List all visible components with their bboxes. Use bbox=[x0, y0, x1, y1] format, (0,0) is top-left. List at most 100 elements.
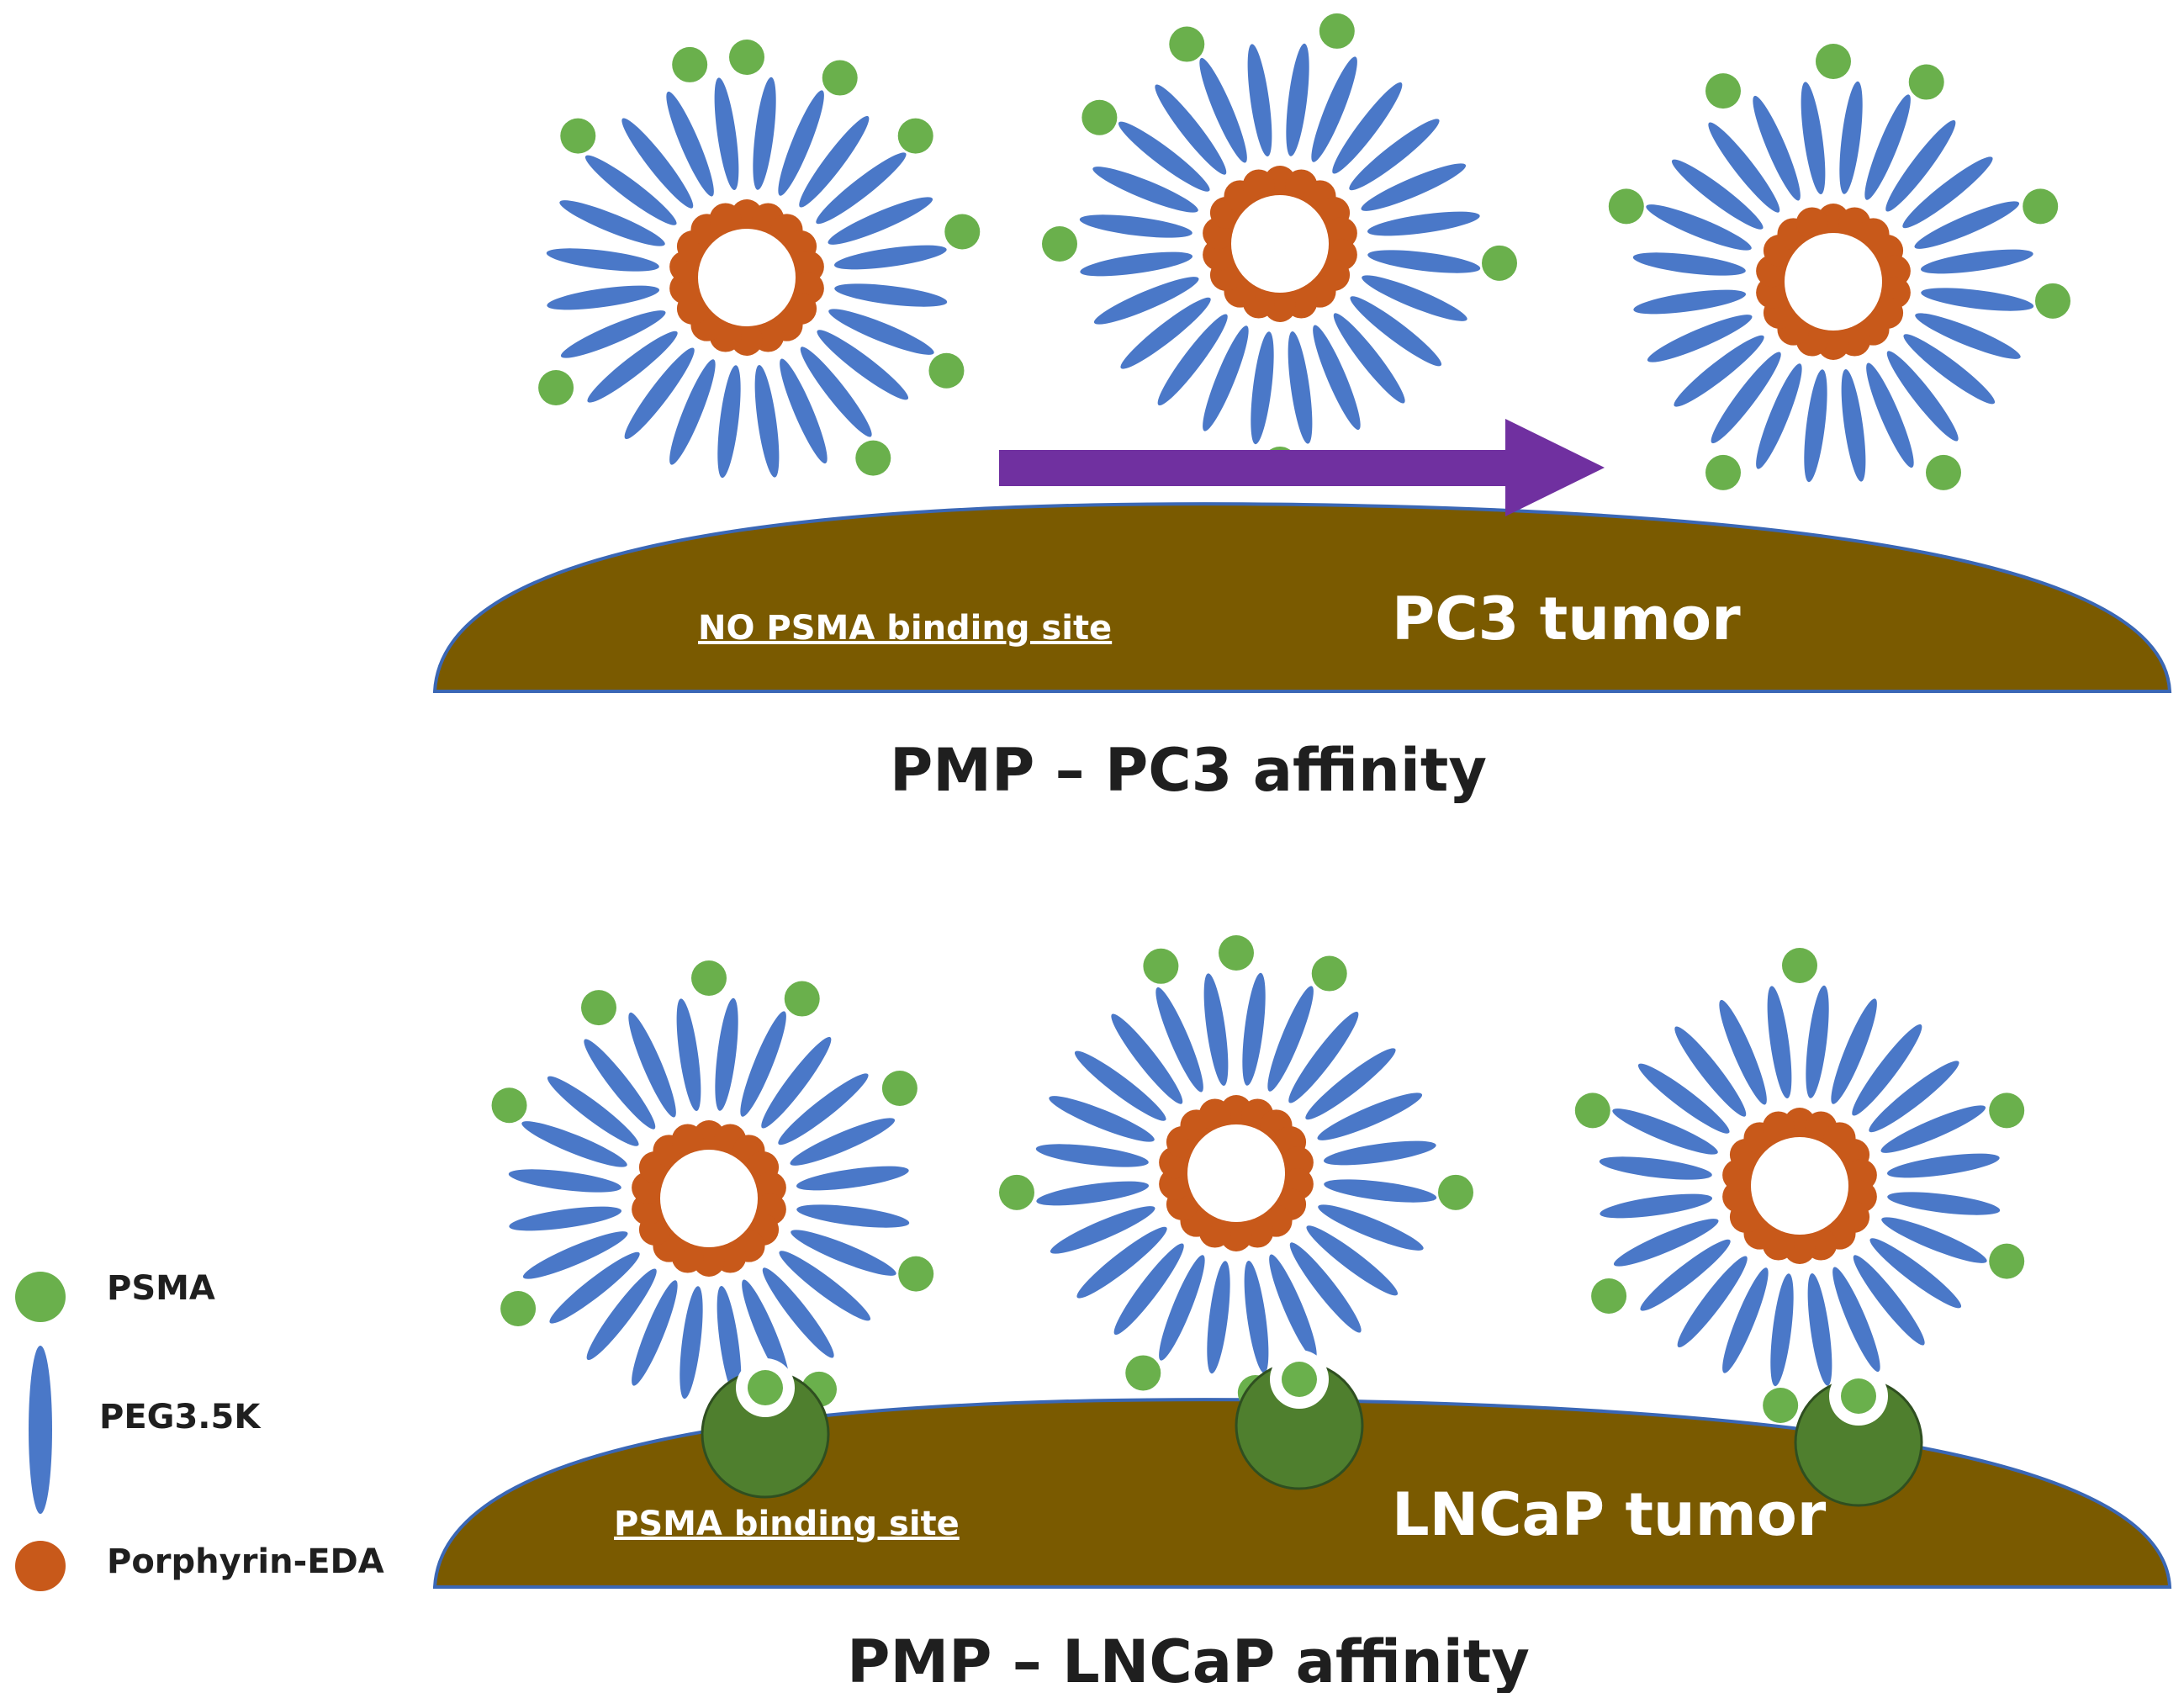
peg-chain bbox=[1903, 334, 1996, 405]
peg-chain bbox=[1035, 1144, 1149, 1167]
psma-ligand bbox=[1311, 955, 1347, 992]
peg-chain bbox=[584, 1039, 656, 1130]
psma-ligand bbox=[998, 1174, 1034, 1210]
peg-chain bbox=[1887, 1192, 2001, 1215]
peg-chain bbox=[1203, 973, 1229, 1087]
panel-lncap: PSMA binding site LNCaP tumor PMP – LNCa… bbox=[432, 935, 2172, 1693]
psma-ligand bbox=[1926, 454, 1961, 490]
peg-chain bbox=[587, 331, 678, 403]
psma-ligand bbox=[1319, 13, 1355, 49]
peg-chain bbox=[1333, 313, 1405, 404]
peg-chain bbox=[1674, 335, 1764, 407]
psma-ligand bbox=[729, 40, 764, 75]
peg-chain bbox=[1093, 277, 1199, 325]
peg-chain bbox=[1902, 156, 1993, 229]
psma-ligand bbox=[928, 352, 965, 389]
peg-chain bbox=[828, 309, 934, 355]
psma-ligand bbox=[855, 440, 891, 476]
psma-receptor bbox=[701, 1358, 830, 1499]
psma-ligand bbox=[500, 1291, 537, 1326]
peg-chain bbox=[1881, 1217, 1987, 1263]
peg-chain bbox=[508, 1169, 621, 1193]
peg-chain bbox=[1267, 986, 1314, 1092]
psma-ligand bbox=[491, 1087, 527, 1124]
peg-chain bbox=[1719, 999, 1767, 1105]
peg-chain bbox=[790, 1118, 896, 1166]
peg-chain bbox=[796, 1204, 910, 1228]
receptors bbox=[701, 1350, 1923, 1507]
psma-ligand bbox=[784, 981, 820, 1017]
micelle bbox=[1042, 13, 1518, 482]
peg-chain bbox=[1801, 82, 1826, 195]
peg-chain bbox=[778, 90, 824, 196]
psma-ligand bbox=[1989, 1093, 2025, 1129]
peg-chain bbox=[791, 1230, 896, 1276]
peg-chain bbox=[584, 155, 677, 225]
peg-chain bbox=[1869, 1238, 1962, 1309]
peg-chain bbox=[1050, 1206, 1155, 1254]
peg-chain bbox=[624, 347, 695, 440]
peg-chain bbox=[1159, 1255, 1205, 1361]
peg-chain bbox=[1203, 325, 1249, 431]
peg-chain bbox=[1247, 44, 1272, 157]
peg-chain bbox=[817, 330, 909, 400]
peg-chain bbox=[1111, 1013, 1183, 1104]
psma-ligand bbox=[581, 990, 616, 1026]
peg-chain bbox=[522, 1231, 628, 1279]
peg-chain bbox=[1646, 204, 1752, 251]
peg-chain bbox=[1711, 352, 1781, 444]
peg-chain bbox=[628, 1012, 676, 1118]
peg-chain bbox=[1885, 119, 1956, 212]
peg-chain bbox=[1092, 167, 1198, 213]
peg-chain bbox=[621, 118, 694, 209]
micelle-core bbox=[660, 1150, 758, 1247]
psma-ligand bbox=[1042, 226, 1077, 262]
peg-chain bbox=[742, 1279, 790, 1385]
psma-ligand bbox=[1574, 1093, 1610, 1129]
peg-chain bbox=[834, 283, 948, 307]
peg-chain bbox=[1770, 1273, 1794, 1387]
peg-chain bbox=[1637, 1063, 1730, 1134]
peg-chain bbox=[796, 1166, 909, 1191]
peg-chain bbox=[1079, 214, 1192, 238]
micelle-core bbox=[1187, 1124, 1285, 1222]
peg-chain bbox=[779, 1251, 871, 1321]
peg-chain bbox=[547, 1076, 639, 1146]
peg-chain bbox=[1864, 94, 1911, 200]
peg-chain bbox=[1671, 159, 1764, 230]
peg-chain bbox=[1324, 1179, 1437, 1203]
psma-ligand bbox=[1438, 1174, 1474, 1210]
peg-chain bbox=[1076, 1226, 1167, 1299]
pc3-tumor-label: PC3 tumor bbox=[1392, 585, 1741, 653]
peg-chain bbox=[1120, 297, 1211, 369]
legend: PSMA PEG3.5K Porphyrin-EDA bbox=[15, 1269, 384, 1591]
micelle-core bbox=[1751, 1137, 1848, 1235]
peg-chain bbox=[1349, 119, 1440, 191]
peg-chain bbox=[1367, 250, 1481, 273]
peg-chain bbox=[1118, 121, 1210, 192]
peg-chain bbox=[1674, 1026, 1747, 1117]
micelle bbox=[491, 960, 934, 1436]
lncap-panel-title: PMP – LNCaP affinity bbox=[847, 1627, 1530, 1693]
peg-chain bbox=[1113, 1243, 1184, 1336]
peg-chain bbox=[1852, 1024, 1922, 1116]
peg-chain bbox=[761, 1036, 832, 1129]
peg-chain bbox=[1915, 313, 2021, 359]
psma-ligand bbox=[1705, 73, 1741, 109]
peg-chain bbox=[559, 200, 665, 246]
peg-chain bbox=[1318, 1204, 1424, 1251]
lncap-micelles bbox=[491, 935, 2025, 1436]
peg-chain bbox=[1920, 249, 2033, 274]
psma-ligand bbox=[1816, 44, 1851, 79]
bound-psma bbox=[1841, 1378, 1876, 1414]
peg-chain bbox=[1647, 315, 1753, 362]
peg-chain bbox=[740, 1011, 786, 1117]
bound-psma bbox=[1282, 1362, 1317, 1397]
peg-chain bbox=[1155, 987, 1203, 1093]
legend-item-psma: PSMA bbox=[15, 1269, 215, 1322]
peg-chain bbox=[800, 347, 872, 437]
psma-ligand bbox=[538, 370, 574, 405]
porphyrin-unit bbox=[1762, 1111, 1795, 1144]
peg-chain bbox=[666, 91, 714, 197]
